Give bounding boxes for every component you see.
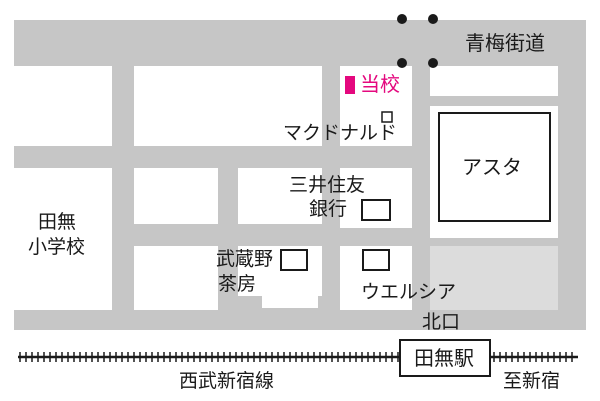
city-block — [430, 66, 558, 96]
road-label-ome-kaido: 青梅街道 — [465, 31, 545, 55]
city-block — [14, 66, 112, 146]
school-label: 当校 — [360, 72, 400, 96]
cafe-marker-icon — [280, 249, 308, 271]
city-block — [262, 296, 318, 308]
railway-line-label: 西武新宿線 — [179, 370, 275, 392]
city-block — [14, 168, 112, 310]
station-label: 田無駅 — [414, 346, 474, 370]
traffic-signal-icon — [428, 58, 438, 68]
elementary-school-label-line1: 田無 — [38, 211, 77, 233]
station-box-icon — [399, 339, 491, 377]
traffic-signal-icon — [397, 14, 407, 24]
railway-track-icon — [18, 352, 578, 362]
bank-label-line2: 銀行 — [309, 198, 348, 220]
elementary-school-label-line2: 小学校 — [28, 236, 86, 258]
city-block — [238, 168, 322, 224]
city-block — [134, 246, 218, 310]
bank-marker-icon — [361, 199, 391, 221]
mcdonalds-marker-icon — [381, 111, 393, 123]
traffic-signal-icon — [397, 58, 407, 68]
welcia-label: ウエルシア — [361, 281, 457, 303]
direction-label: 至新宿 — [503, 370, 561, 392]
asta-label: アスタ — [462, 155, 522, 179]
asta-building — [438, 112, 551, 222]
bank-label-line1: 三井住友 — [289, 174, 366, 196]
cafe-label-line2: 茶房 — [218, 273, 257, 295]
north-exit-label: 北口 — [422, 311, 461, 333]
welcia-marker-icon — [362, 249, 390, 271]
welcia-parking-area — [430, 246, 558, 310]
cafe-label-line1: 武蔵野 — [216, 248, 274, 270]
school-marker-icon — [345, 76, 355, 94]
traffic-signal-icon — [428, 14, 438, 24]
city-block — [134, 66, 322, 146]
city-block — [134, 168, 218, 224]
mcdonalds-label: マクドナルド — [283, 122, 398, 144]
